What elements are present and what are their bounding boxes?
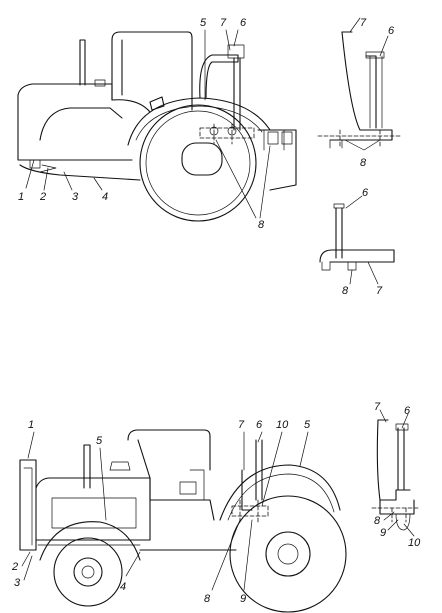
bottom-label-2: 2 — [11, 561, 18, 573]
bottom-label-9: 9 — [240, 593, 246, 605]
detail2-label-6: 6 — [362, 187, 369, 199]
label-7: 7 — [220, 17, 227, 29]
detail1-label-6: 6 — [388, 25, 395, 37]
detail-middle-right: 6 8 7 — [319, 187, 395, 297]
detail3-label-10: 10 — [408, 537, 421, 549]
bottom-label-10: 10 — [276, 419, 289, 431]
label-2: 2 — [39, 191, 46, 203]
bottom-label-8: 8 — [204, 593, 211, 605]
detail3-label-7: 7 — [374, 401, 381, 413]
label-3: 3 — [72, 191, 79, 203]
bottom-label-5b: 5 — [304, 419, 311, 431]
bottom-label-4: 4 — [120, 581, 126, 593]
detail3-label-6: 6 — [404, 405, 411, 417]
detail-top-right: 7 6 8 — [317, 17, 403, 169]
tractor-top-drawing: 1 2 3 4 5 7 6 8 — [17, 17, 297, 231]
bottom-label-6: 6 — [256, 419, 263, 431]
label-4: 4 — [102, 191, 108, 203]
bottom-label-7: 7 — [238, 419, 245, 431]
label-1: 1 — [18, 191, 24, 203]
detail3-label-9: 9 — [380, 527, 386, 539]
label-5: 5 — [200, 17, 207, 29]
label-6: 6 — [240, 17, 247, 29]
detail1-label-7: 7 — [360, 17, 367, 29]
detail3-label-8: 8 — [374, 515, 381, 527]
detail2-label-8: 8 — [342, 285, 349, 297]
bottom-label-5: 5 — [96, 435, 103, 447]
detail-bottom-right: 7 6 8 9 10 — [371, 401, 421, 549]
detail1-label-8: 8 — [360, 157, 367, 169]
bottom-label-3: 3 — [14, 577, 21, 589]
detail2-label-7: 7 — [376, 285, 383, 297]
bottom-label-1: 1 — [28, 419, 34, 431]
tractor-bottom-drawing: 1 5 2 3 4 8 9 7 6 10 5 — [11, 419, 347, 613]
label-8: 8 — [258, 219, 265, 231]
